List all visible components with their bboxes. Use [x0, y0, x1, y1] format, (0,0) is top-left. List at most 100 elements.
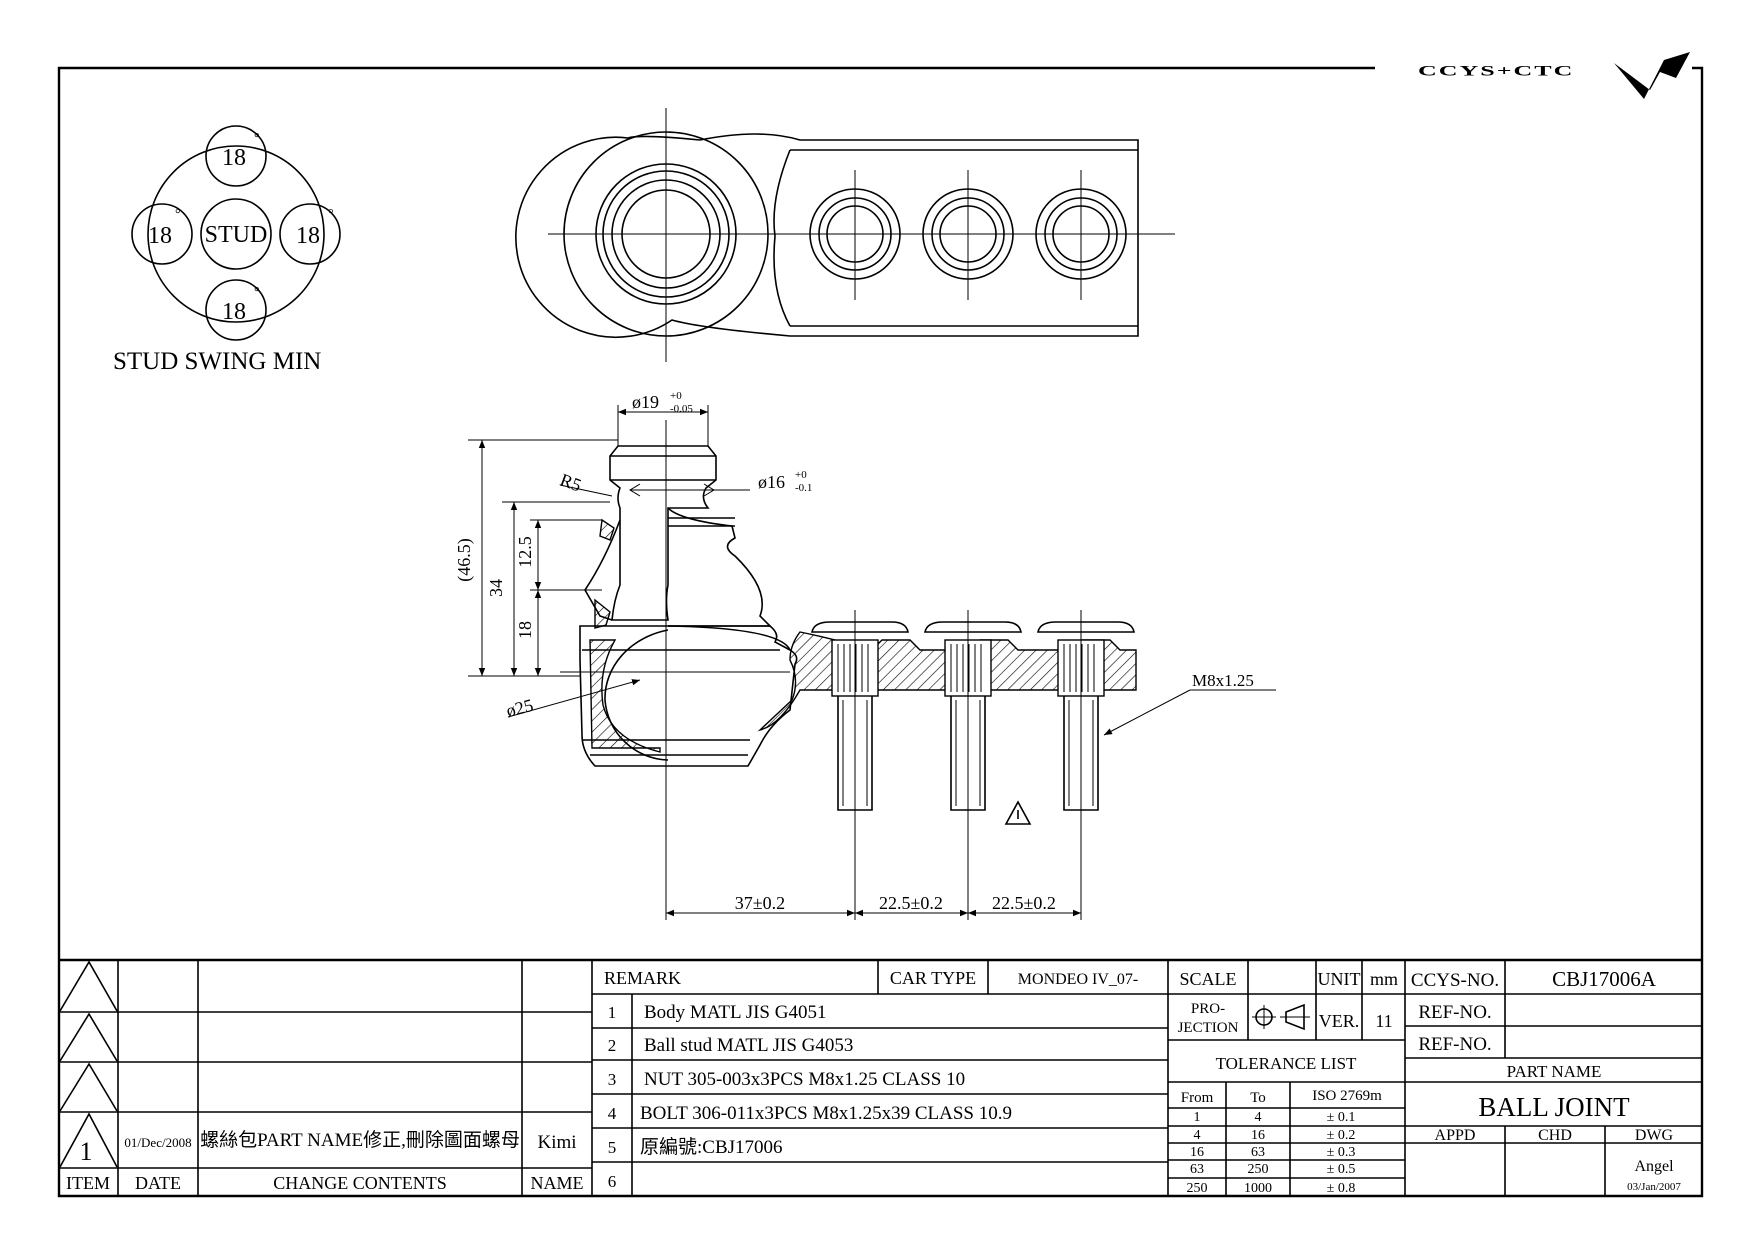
- stud-label: STUD: [205, 222, 268, 248]
- remark-label: REMARK: [604, 968, 681, 988]
- remark-text: NUT 305-003x3PCS M8x1.25 CLASS 10: [644, 1069, 965, 1090]
- revision-date: 01/Dec/2008: [124, 1135, 191, 1150]
- ccys-no-label: CCYS-NO.: [1411, 970, 1499, 991]
- stud-swing-caption: STUD SWING MIN: [113, 348, 321, 375]
- thread-spec-label: M8x1.25: [1192, 671, 1254, 690]
- ver-value: 11: [1375, 1011, 1392, 1031]
- remark-no: 5: [608, 1138, 617, 1157]
- height-18-dimension: 18: [515, 621, 535, 639]
- neck-diameter-dimension: ø16 +0 -0.1: [758, 469, 812, 494]
- tol-to-header: To: [1250, 1090, 1266, 1106]
- dimension-annotations: ø19 +0 -0.05 ø16 +0 -0.1 R5 (46.5) 34 12…: [454, 390, 1276, 920]
- spacing-dimension-3: 22.5±0.2: [992, 893, 1056, 913]
- projection-label: JECTION: [1178, 1020, 1239, 1036]
- scale-label: SCALE: [1179, 969, 1236, 989]
- spec-block: SCALE UNIT mm PRO- JECTION VER. 11 TOLER…: [1168, 960, 1406, 1196]
- appd-label: APPD: [1435, 1127, 1476, 1144]
- spacing-dimension-2: 22.5±0.2: [879, 893, 943, 913]
- unit-label: UNIT: [1318, 969, 1361, 989]
- remark-no: 1: [608, 1003, 617, 1022]
- svg-text:-0.05: -0.05: [670, 403, 693, 415]
- tolerance-list-title: TOLERANCE LIST: [1216, 1054, 1357, 1073]
- side-section-view: [560, 420, 1137, 825]
- degree-mark: °: [254, 285, 260, 300]
- part-name-label: PART NAME: [1507, 1062, 1602, 1081]
- ref-no-label: REF-NO.: [1418, 1034, 1491, 1055]
- name-header: NAME: [531, 1173, 584, 1193]
- tol-value: ± 0.1: [1327, 1110, 1356, 1125]
- swing-angle-right: 18: [296, 223, 320, 249]
- remark-no: 6: [608, 1172, 617, 1191]
- remark-text: 原編號:CBJ17006: [640, 1136, 783, 1158]
- stud-swing-diagram: STUD 18 ° 18 ° 18 ° 18 ° STUD SWING MIN: [113, 125, 341, 375]
- company-logo: CCYS+CTC: [1418, 52, 1690, 99]
- revision-table: 1 01/Dec/2008 螺絲包PART NAME修正,刪除圖面螺母 Kimi…: [59, 960, 593, 1196]
- tol-from: 250: [1187, 1181, 1208, 1196]
- svg-text:ø19: ø19: [632, 392, 659, 412]
- item-header: ITEM: [66, 1173, 110, 1193]
- change-contents-header: CHANGE CONTENTS: [273, 1173, 447, 1193]
- svg-text:+0: +0: [670, 390, 682, 402]
- top-diameter-dimension: ø19 +0 -0.05: [632, 390, 693, 415]
- tol-from: 63: [1190, 1162, 1204, 1177]
- date-header: DATE: [135, 1173, 181, 1193]
- warning-triangle-icon: [1004, 800, 1032, 825]
- car-type-value: MONDEO IV_07-: [1018, 971, 1138, 988]
- logo-text: CCYS+CTC: [1418, 62, 1574, 78]
- tol-to: 4: [1255, 1110, 1262, 1125]
- chd-label: CHD: [1538, 1127, 1572, 1144]
- dwg-date: 03/Jan/2007: [1627, 1181, 1681, 1193]
- tol-value: ± 0.3: [1327, 1145, 1356, 1160]
- svg-text:ø16: ø16: [758, 472, 785, 492]
- dwg-label: DWG: [1635, 1127, 1674, 1144]
- swing-angle-top: 18: [222, 145, 246, 171]
- remark-no: 2: [608, 1036, 617, 1055]
- tol-value: ± 0.2: [1327, 1128, 1356, 1143]
- height-34-dimension: 34: [486, 579, 506, 597]
- title-block: 1 01/Dec/2008 螺絲包PART NAME修正,刪除圖面螺母 Kimi…: [59, 958, 1702, 1196]
- drawing-border: [57, 66, 1704, 1198]
- ball-diameter-dimension: ø25: [504, 695, 535, 721]
- tol-iso-header: ISO 2769m: [1312, 1088, 1382, 1104]
- tol-from: 1: [1194, 1110, 1201, 1125]
- ccys-no-value: CBJ17006A: [1552, 967, 1657, 991]
- tol-to: 63: [1251, 1145, 1265, 1160]
- unit-value: mm: [1370, 969, 1398, 989]
- height-12-5-dimension: 12.5: [515, 536, 535, 568]
- svg-text:+0: +0: [795, 469, 807, 481]
- degree-mark: °: [175, 207, 181, 222]
- car-type-label: CAR TYPE: [890, 968, 976, 988]
- remark-no: 4: [608, 1104, 617, 1123]
- radius-dimension: R5: [557, 469, 584, 495]
- projection-symbol-icon: [1252, 1003, 1310, 1031]
- tol-value: ± 0.8: [1327, 1181, 1356, 1196]
- ver-label: VER.: [1319, 1011, 1360, 1031]
- swing-angle-bottom: 18: [222, 299, 246, 325]
- tol-from: 4: [1194, 1128, 1201, 1143]
- tol-value: ± 0.5: [1327, 1162, 1356, 1177]
- remark-text: Body MATL JIS G4051: [644, 1002, 826, 1023]
- swing-angle-left: 18: [148, 223, 172, 249]
- revision-contents: 螺絲包PART NAME修正,刪除圖面螺母: [200, 1129, 520, 1151]
- svg-text:-0.1: -0.1: [795, 482, 812, 494]
- dwg-value: Angel: [1634, 1158, 1674, 1175]
- top-view: [515, 108, 1175, 362]
- tol-to: 1000: [1244, 1181, 1272, 1196]
- degree-mark: °: [328, 207, 334, 222]
- projection-label: PRO-: [1191, 1001, 1225, 1017]
- remarks-table: REMARK CAR TYPE MONDEO IV_07- 1 Body MAT…: [592, 960, 1169, 1196]
- remark-text: BOLT 306-011x3PCS M8x1.25x39 CLASS 10.9: [640, 1103, 1012, 1124]
- tol-to: 16: [1251, 1128, 1265, 1143]
- tol-to: 250: [1248, 1162, 1269, 1177]
- tol-from-header: From: [1181, 1090, 1214, 1106]
- remark-no: 3: [608, 1070, 617, 1089]
- spacing-dimension-1: 37±0.2: [735, 893, 785, 913]
- revision-item: 1: [80, 1137, 93, 1166]
- part-name-value: BALL JOINT: [1478, 1092, 1630, 1122]
- revision-name: Kimi: [537, 1132, 576, 1153]
- logo-mark-icon: [1614, 52, 1690, 99]
- overall-height-dimension: (46.5): [454, 538, 475, 582]
- degree-mark: °: [254, 131, 260, 146]
- remark-text: Ball stud MATL JIS G4053: [644, 1035, 853, 1056]
